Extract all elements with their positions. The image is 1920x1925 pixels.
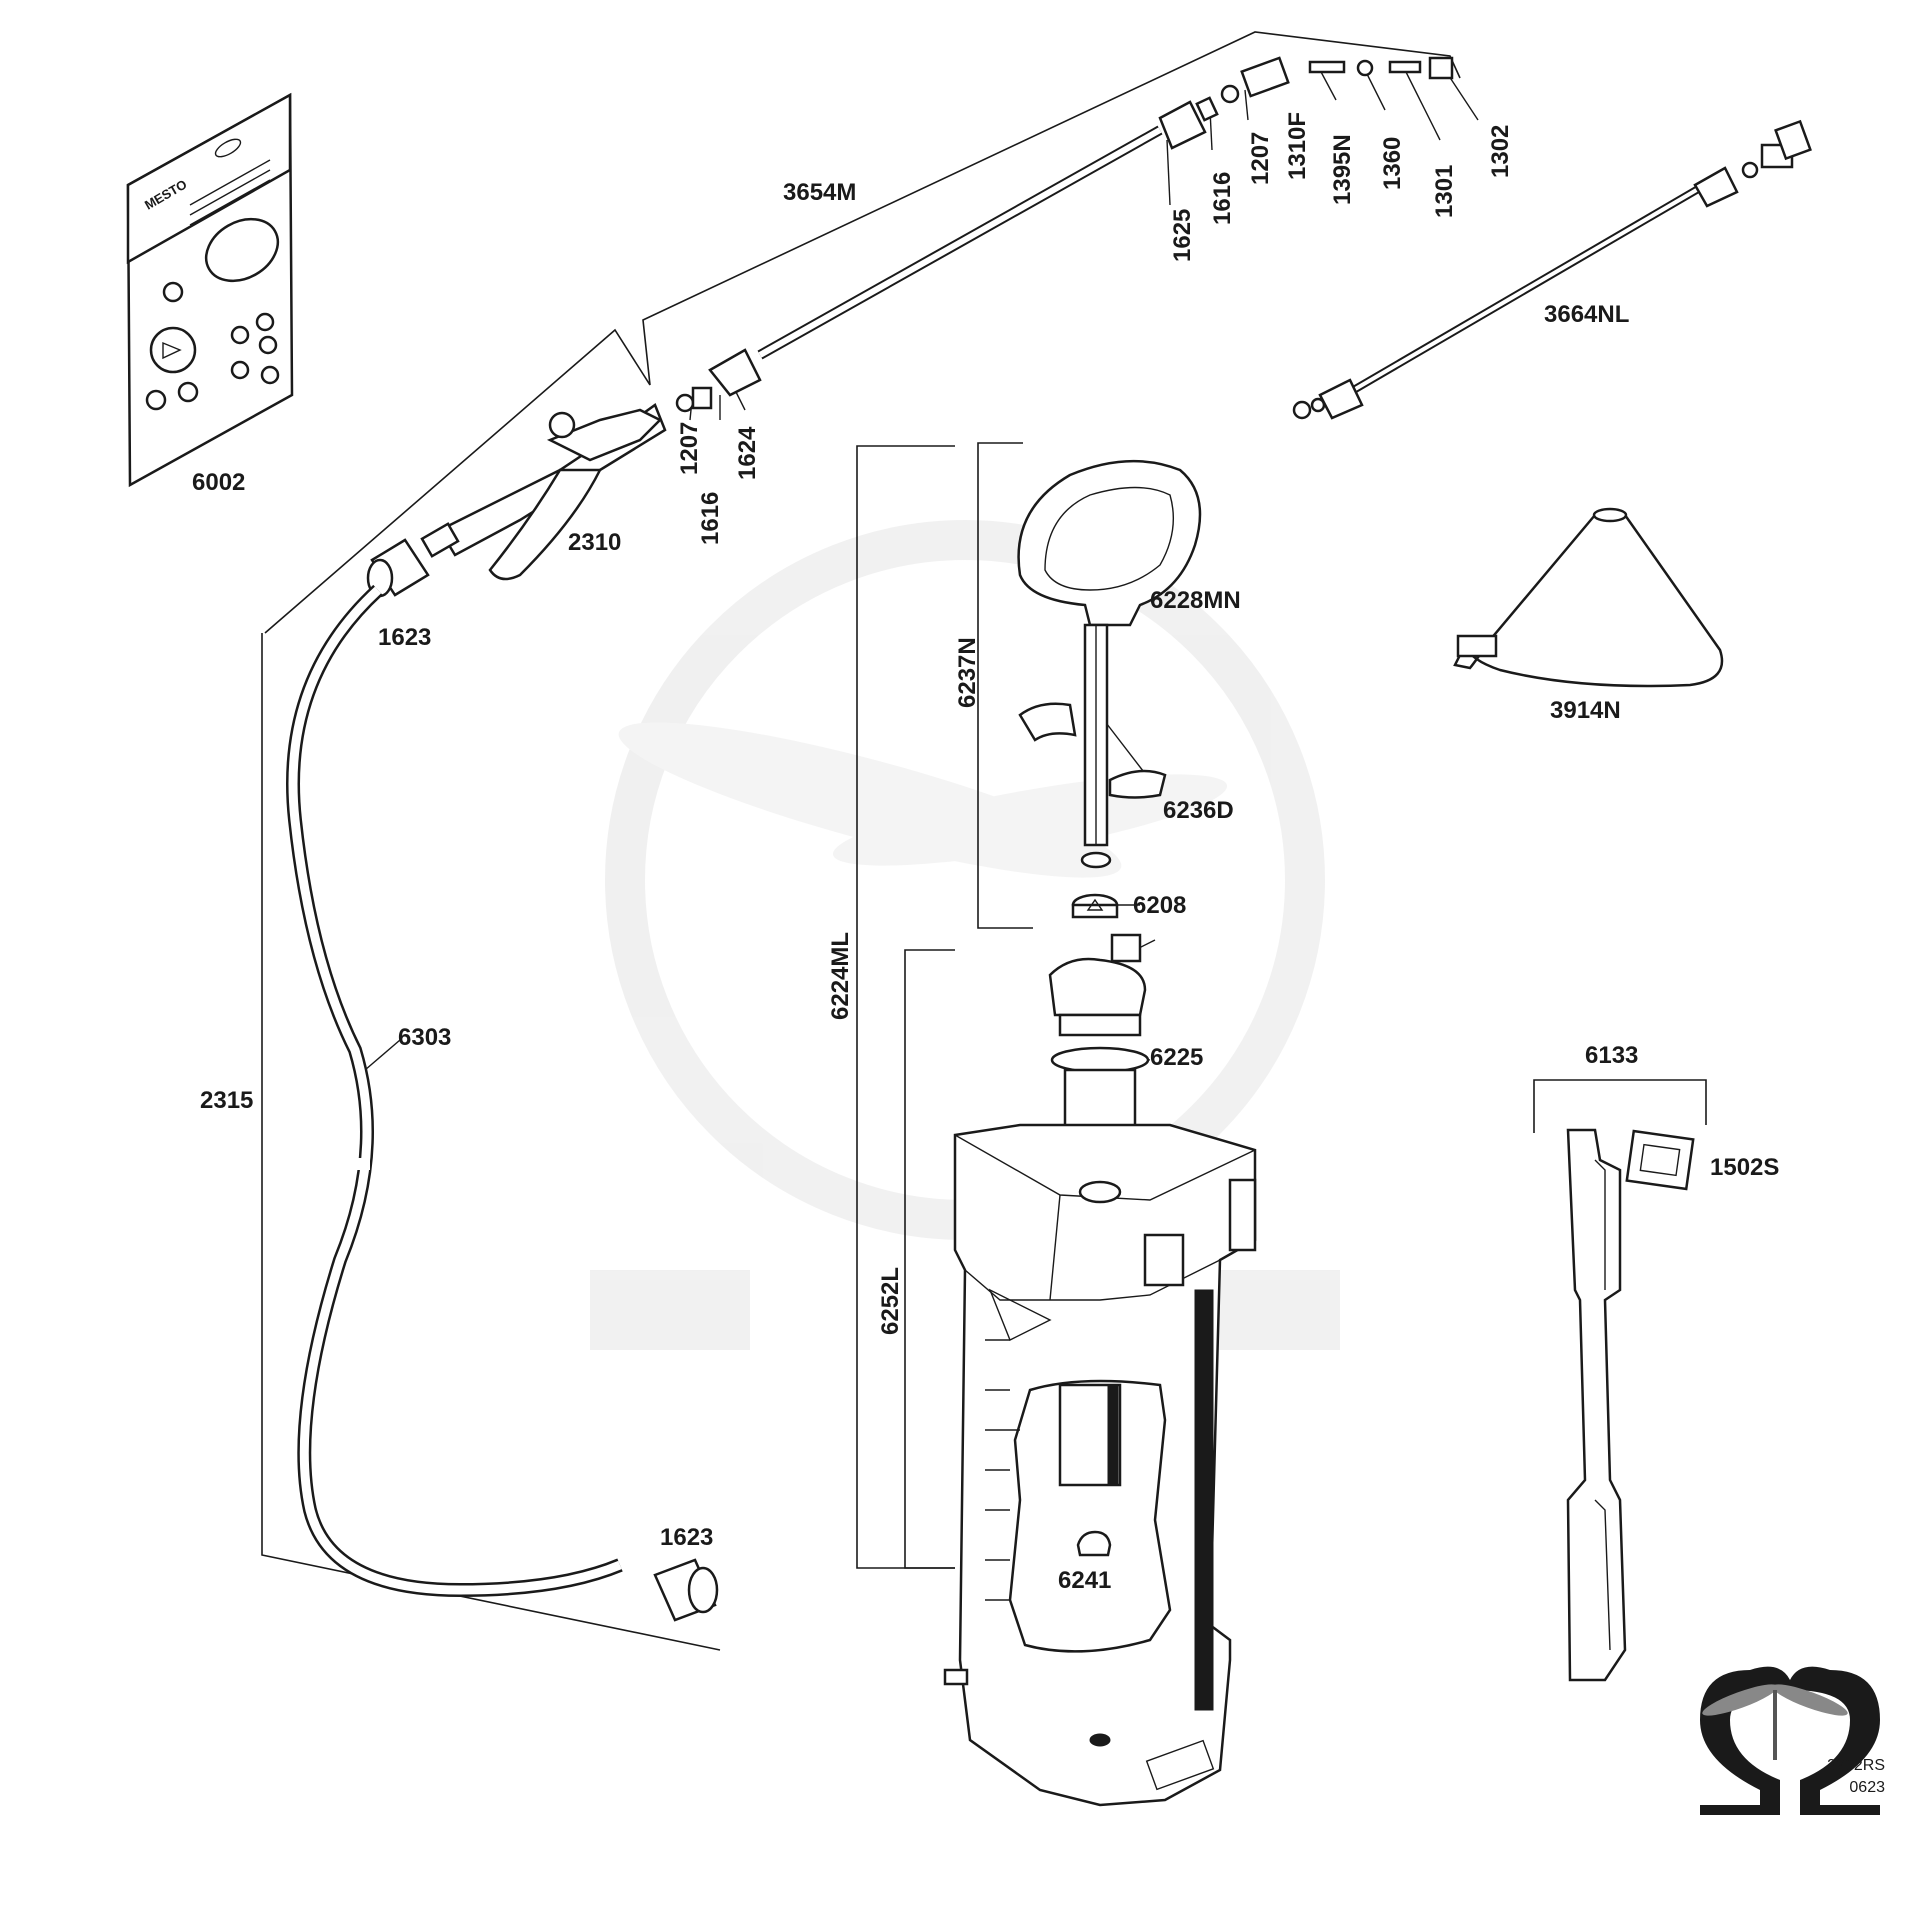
label-3654m: 3654M [783, 179, 856, 206]
spray-shield-3914n [1453, 507, 1724, 688]
hose-6303 [286, 584, 623, 1598]
document-date: 0623 [1849, 1779, 1885, 1796]
label-1625: 1625 [1169, 209, 1196, 262]
lance-extension-3664nl [1292, 119, 1812, 420]
lance-assembly-3654m [675, 56, 1454, 413]
document-code: 3232RS [1827, 1757, 1885, 1774]
label-1301: 1301 [1431, 165, 1458, 218]
sprayer-tank [943, 1123, 1257, 1807]
spray-gun-2310 [420, 403, 667, 581]
label-1395n: 1395N [1329, 134, 1356, 205]
label-1207-left: 1207 [676, 422, 703, 475]
label-6228mn: 6228MN [1150, 587, 1241, 614]
shoulder-strap-6133 [1566, 1128, 1627, 1682]
repair-kit-card: MESTO [126, 92, 294, 488]
label-1623-bottom: 1623 [660, 1524, 713, 1551]
label-6252l: 6252L [877, 1267, 904, 1335]
label-1616-top: 1616 [1209, 172, 1236, 225]
label-6303: 6303 [398, 1024, 451, 1051]
label-1616-left: 1616 [697, 492, 724, 545]
label-1623-top: 1623 [378, 624, 431, 651]
hose-nut-top [366, 538, 430, 598]
omega-dragonfly-logo [1700, 1666, 1880, 1815]
label-1207-top: 1207 [1247, 132, 1274, 185]
label-1624: 1624 [734, 426, 761, 480]
hose-nut-bottom [653, 1558, 719, 1622]
valve-6208 [1071, 893, 1119, 919]
label-1310f: 1310F [1284, 112, 1311, 180]
label-3914n: 3914N [1550, 697, 1621, 724]
label-6002: 6002 [192, 469, 245, 496]
part-labels: 3654M 1625 1616 1207 1310F 1395N 1360 13… [192, 112, 1885, 1796]
valve-clips-6236d [1018, 702, 1167, 799]
label-6241: 6241 [1058, 1567, 1111, 1594]
label-6236d: 6236D [1163, 797, 1234, 824]
label-1502s: 1502S [1710, 1154, 1779, 1181]
label-6133: 6133 [1585, 1042, 1638, 1069]
label-1360: 1360 [1379, 137, 1406, 190]
label-1302: 1302 [1487, 125, 1514, 178]
label-3664nl: 3664NL [1544, 301, 1629, 328]
label-6237n: 6237N [954, 637, 981, 708]
label-6224ml: 6224ML [827, 932, 854, 1020]
label-2310: 2310 [568, 529, 621, 556]
pump-cylinder-6252l [1048, 933, 1150, 1152]
label-2315: 2315 [200, 1087, 253, 1114]
label-6208: 6208 [1133, 892, 1186, 919]
strap-buckle-1502s [1625, 1129, 1695, 1191]
label-6225: 6225 [1150, 1044, 1203, 1071]
pump-handle-6228mn [1017, 459, 1202, 869]
